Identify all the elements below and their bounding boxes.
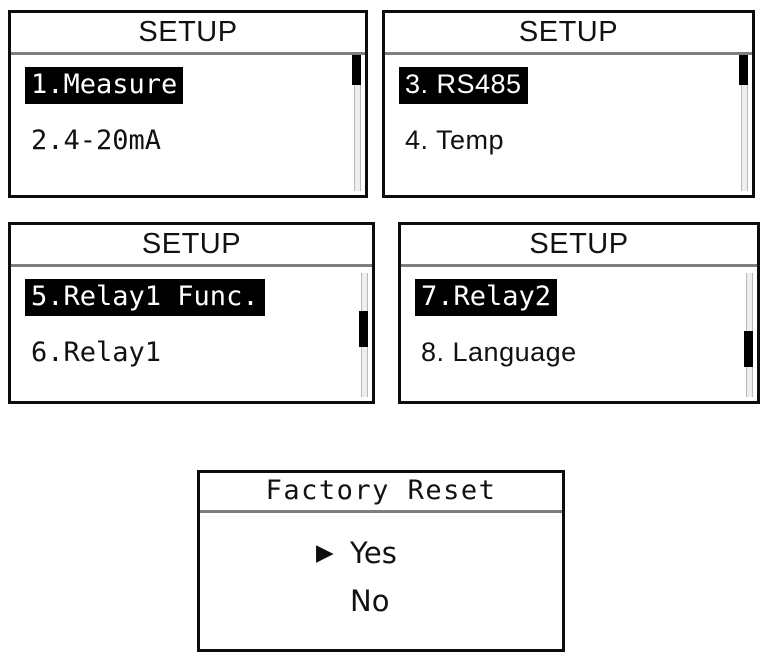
confirm-option-label: No bbox=[350, 584, 390, 618]
confirm-option-no[interactable]: ▶ No bbox=[316, 577, 446, 625]
panel-title-factory-reset: Factory Reset bbox=[200, 473, 562, 513]
scrollbar-4[interactable] bbox=[744, 267, 753, 401]
setup-menu-panel-2: SETUP 3. RS485 4. Temp bbox=[382, 10, 755, 198]
confirm-option-label: Yes bbox=[350, 536, 397, 570]
scrollbar-thumb[interactable] bbox=[359, 311, 368, 347]
confirm-body: ▶ Yes ▶ No bbox=[200, 513, 562, 649]
menu-item-relay2[interactable]: 7.Relay2 bbox=[415, 279, 558, 316]
scrollbar-2[interactable] bbox=[739, 55, 748, 195]
menu-item-label: 1.Measure bbox=[31, 69, 178, 100]
scrollbar-thumb[interactable] bbox=[352, 55, 361, 85]
menu-item-label: 5.Relay1 Func. bbox=[31, 281, 259, 312]
menu-item-label: 4. Temp bbox=[405, 125, 505, 155]
menu-body-1: 1.Measure 2.4-20mA bbox=[11, 55, 365, 195]
panel-title-setup-2: SETUP bbox=[385, 13, 752, 55]
scrollbar-track bbox=[741, 61, 748, 191]
menu-body-3: 5.Relay1 Func. 6.Relay1 bbox=[11, 267, 372, 401]
factory-reset-panel: Factory Reset ▶ Yes ▶ No bbox=[197, 470, 565, 652]
panel-title-setup-1: SETUP bbox=[11, 13, 365, 55]
scrollbar-thumb[interactable] bbox=[739, 55, 748, 85]
panel-title-setup-4: SETUP bbox=[401, 225, 757, 267]
menu-body-2: 3. RS485 4. Temp bbox=[385, 55, 752, 195]
scrollbar-track bbox=[354, 61, 361, 191]
menu-item-label: 2.4-20mA bbox=[31, 125, 162, 156]
menu-item-measure[interactable]: 1.Measure bbox=[25, 67, 184, 104]
setup-menu-panel-4: SETUP 7.Relay2 8. Language bbox=[398, 222, 760, 404]
menu-item-relay1[interactable]: 6.Relay1 bbox=[25, 335, 167, 372]
menu-body-4: 7.Relay2 8. Language bbox=[401, 267, 757, 401]
menu-item-label: 7.Relay2 bbox=[421, 281, 552, 312]
menu-item-label: 3. RS485 bbox=[405, 69, 522, 99]
scrollbar-thumb[interactable] bbox=[744, 331, 753, 367]
menu-item-4-20ma[interactable]: 2.4-20mA bbox=[25, 123, 167, 160]
setup-menu-panel-3: SETUP 5.Relay1 Func. 6.Relay1 bbox=[8, 222, 375, 404]
scrollbar-1[interactable] bbox=[352, 55, 361, 195]
menu-item-label: 8. Language bbox=[421, 337, 577, 367]
panel-title-setup-3: SETUP bbox=[11, 225, 372, 267]
menu-item-rs485[interactable]: 3. RS485 bbox=[399, 67, 528, 104]
scrollbar-3[interactable] bbox=[359, 267, 368, 401]
menu-item-language[interactable]: 8. Language bbox=[415, 335, 583, 372]
confirm-option-yes[interactable]: ▶ Yes bbox=[316, 529, 446, 577]
menu-item-temp[interactable]: 4. Temp bbox=[399, 123, 510, 160]
selection-caret-icon-placeholder: ▶ bbox=[316, 590, 350, 613]
setup-menu-panel-1: SETUP 1.Measure 2.4-20mA bbox=[8, 10, 368, 198]
menu-item-label: 6.Relay1 bbox=[31, 337, 162, 368]
confirm-options-list: ▶ Yes ▶ No bbox=[200, 529, 562, 625]
selection-caret-icon: ▶ bbox=[316, 539, 334, 566]
menu-item-relay1-func[interactable]: 5.Relay1 Func. bbox=[25, 279, 265, 316]
